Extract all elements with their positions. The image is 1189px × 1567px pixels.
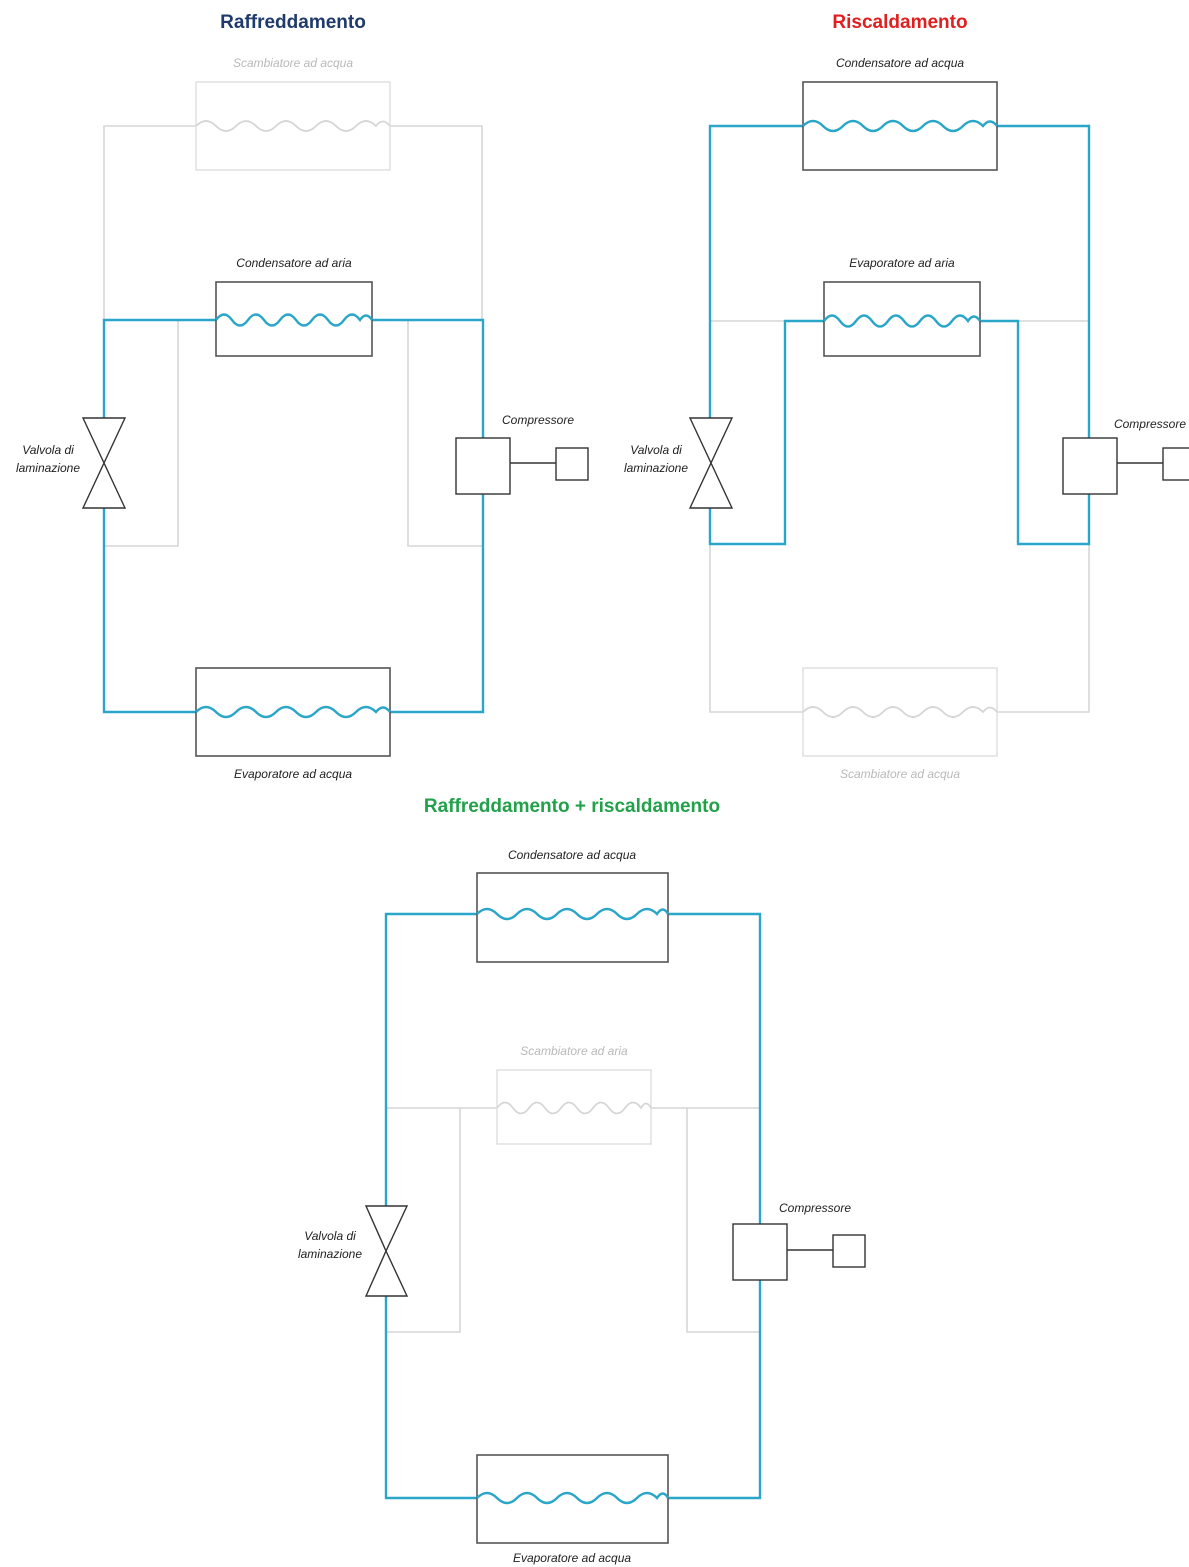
active-pipe (384, 1296, 477, 1500)
coil-icon (195, 120, 391, 132)
compressor-label: Compressore (779, 1201, 851, 1215)
middle-exchanger-label: Scambiatore ad aria (520, 1044, 628, 1058)
water-exchanger-box (195, 81, 391, 171)
active-pipe (390, 494, 485, 714)
air-exchanger-box (496, 1069, 652, 1145)
motor-icon (555, 447, 589, 481)
active-pipe (980, 319, 1091, 546)
inactive-pipe (390, 125, 483, 320)
compressor-icon (732, 1223, 788, 1281)
inactive-pipe (386, 1108, 461, 1333)
inactive-pipe (104, 320, 179, 547)
middle-exchanger-label: Condensatore ad aria (236, 256, 352, 270)
water-evaporator-box (195, 667, 391, 757)
valve-label-line1: Valvola di (22, 443, 74, 457)
valve-label-line2: laminazione (16, 461, 80, 475)
valve-label-line2: laminazione (298, 1247, 362, 1261)
top-exchanger-label: Scambiatore ad acqua (233, 56, 353, 70)
valve-label-line1: Valvola di (304, 1229, 356, 1243)
active-pipe (372, 318, 485, 438)
inactive-pipe (103, 125, 196, 320)
expansion-valve-icon (81, 417, 127, 509)
compressor-icon (455, 437, 511, 495)
coil-icon (496, 1101, 652, 1115)
expansion-valve-icon (364, 1205, 409, 1297)
active-pipe (708, 124, 803, 418)
top-exchanger-label: Condensatore ad acqua (508, 848, 636, 862)
combined-diagram: Raffreddamento + riscaldamento Scambiato… (298, 796, 866, 1565)
water-condenser-box (476, 872, 669, 963)
inactive-pipe (686, 1108, 759, 1333)
coil-icon (802, 706, 998, 718)
water-condenser-box (802, 81, 998, 171)
middle-exchanger-label: Evaporatore ad aria (849, 256, 955, 270)
active-pipe (668, 1280, 762, 1500)
cooling-title: Raffreddamento (220, 12, 366, 33)
compressor-label: Compressore (502, 413, 574, 427)
coil-icon (195, 705, 391, 719)
heating-title: Riscaldamento (832, 12, 967, 33)
active-pipe (102, 318, 216, 418)
top-exchanger-label: Condensatore ad acqua (836, 56, 964, 70)
bottom-exchanger-label: Evaporatore ad acqua (234, 767, 352, 781)
active-pipe (384, 912, 477, 1206)
water-exchanger-box (802, 667, 998, 757)
combined-title: Raffreddamento + riscaldamento (424, 796, 720, 817)
coil-icon (476, 907, 670, 921)
bottom-exchanger-label: Evaporatore ad acqua (513, 1551, 631, 1565)
bottom-exchanger-label: Scambiatore ad acqua (840, 767, 960, 781)
water-evaporator-box (476, 1454, 669, 1544)
compressor-icon (1062, 437, 1118, 495)
inactive-pipe (997, 544, 1090, 713)
coil-icon (802, 119, 998, 133)
active-pipe (708, 319, 824, 546)
coil-icon (476, 1491, 670, 1505)
valve-label-line2: laminazione (624, 461, 688, 475)
coil-icon (215, 313, 373, 327)
inactive-pipe (407, 320, 482, 547)
active-pipe (668, 912, 762, 1224)
heating-diagram: Riscaldamento Scambiatore ad acqua Conde… (624, 12, 1189, 781)
active-pipe (102, 508, 196, 714)
active-pipe (997, 124, 1091, 438)
valve-label-line1: Valvola di (630, 443, 682, 457)
motor-icon (832, 1234, 866, 1268)
compressor-label: Compressore (1114, 417, 1186, 431)
motor-icon (1162, 447, 1189, 481)
expansion-valve-icon (688, 417, 734, 509)
inactive-pipe (709, 544, 803, 713)
coil-icon (823, 314, 981, 328)
cooling-diagram: Raffreddamento Scambiatore ad acqua Cond… (16, 12, 589, 781)
